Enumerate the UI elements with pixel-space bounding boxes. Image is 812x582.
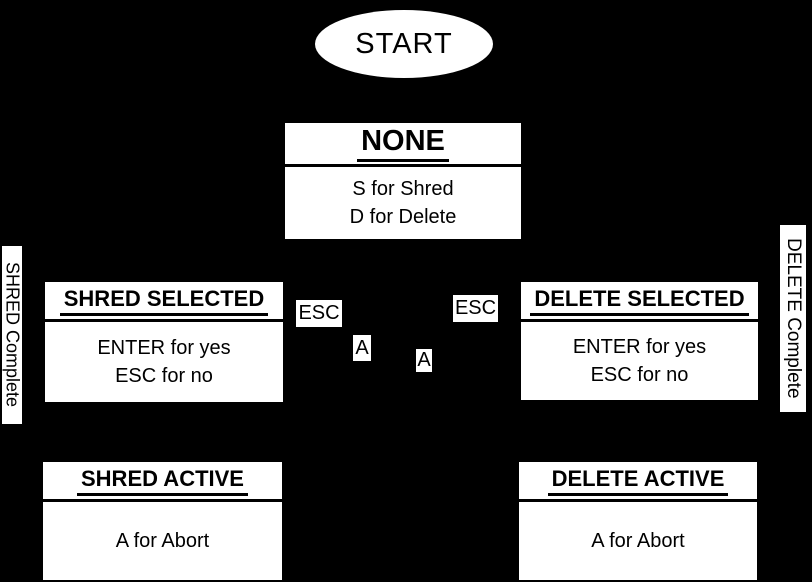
state-hint-line: ESC for no [590, 364, 689, 386]
state-title-shred-active: SHRED ACTIVE [43, 462, 282, 499]
edge-label-esc-right: ESC [453, 295, 498, 322]
state-body-shred-selected: ENTER for yes ESC for no [45, 322, 283, 402]
edge-label-a-left: A [353, 335, 371, 361]
edge-label-delete-complete: DELETE Complete [780, 225, 806, 412]
state-hint-line: ENTER for yes [572, 336, 707, 358]
edge-label-a-right: A [416, 349, 432, 372]
title-divider [43, 499, 282, 502]
state-hint-line: D for Delete [349, 206, 457, 228]
state-hint-line: A for Abort [115, 530, 210, 552]
start-state-label: START [355, 27, 453, 60]
state-node-shred-selected: SHRED SELECTED ENTER for yes ESC for no [45, 282, 283, 402]
state-body-delete-selected: ENTER for yes ESC for no [521, 322, 758, 400]
edge-label-esc-left: ESC [296, 300, 342, 327]
state-hint-line: ENTER for yes [97, 337, 231, 359]
state-node-delete-selected: DELETE SELECTED ENTER for yes ESC for no [521, 282, 758, 400]
edge-label-shred-complete: SHRED Complete [2, 246, 23, 424]
state-hint-line: S for Shred [352, 178, 454, 200]
state-body-shred-active: A for Abort [43, 502, 282, 580]
title-divider [45, 319, 283, 322]
state-title-none: NONE [285, 123, 521, 164]
title-divider [519, 499, 757, 502]
state-hint-line: A for Abort [591, 530, 685, 552]
state-body-delete-active: A for Abort [519, 502, 757, 580]
state-title-shred-selected: SHRED SELECTED [45, 282, 283, 319]
state-node-shred-active: SHRED ACTIVE A for Abort [43, 462, 282, 580]
title-divider [521, 319, 758, 322]
state-node-none: NONE S for Shred D for Delete [285, 123, 521, 239]
state-title-delete-active: DELETE ACTIVE [519, 462, 757, 499]
state-node-delete-active: DELETE ACTIVE A for Abort [519, 462, 757, 580]
start-state-node: START [315, 10, 493, 78]
state-body-none: S for Shred D for Delete [285, 167, 521, 239]
state-title-delete-selected: DELETE SELECTED [521, 282, 758, 319]
title-divider [285, 164, 521, 167]
state-hint-line: ESC for no [115, 365, 213, 387]
